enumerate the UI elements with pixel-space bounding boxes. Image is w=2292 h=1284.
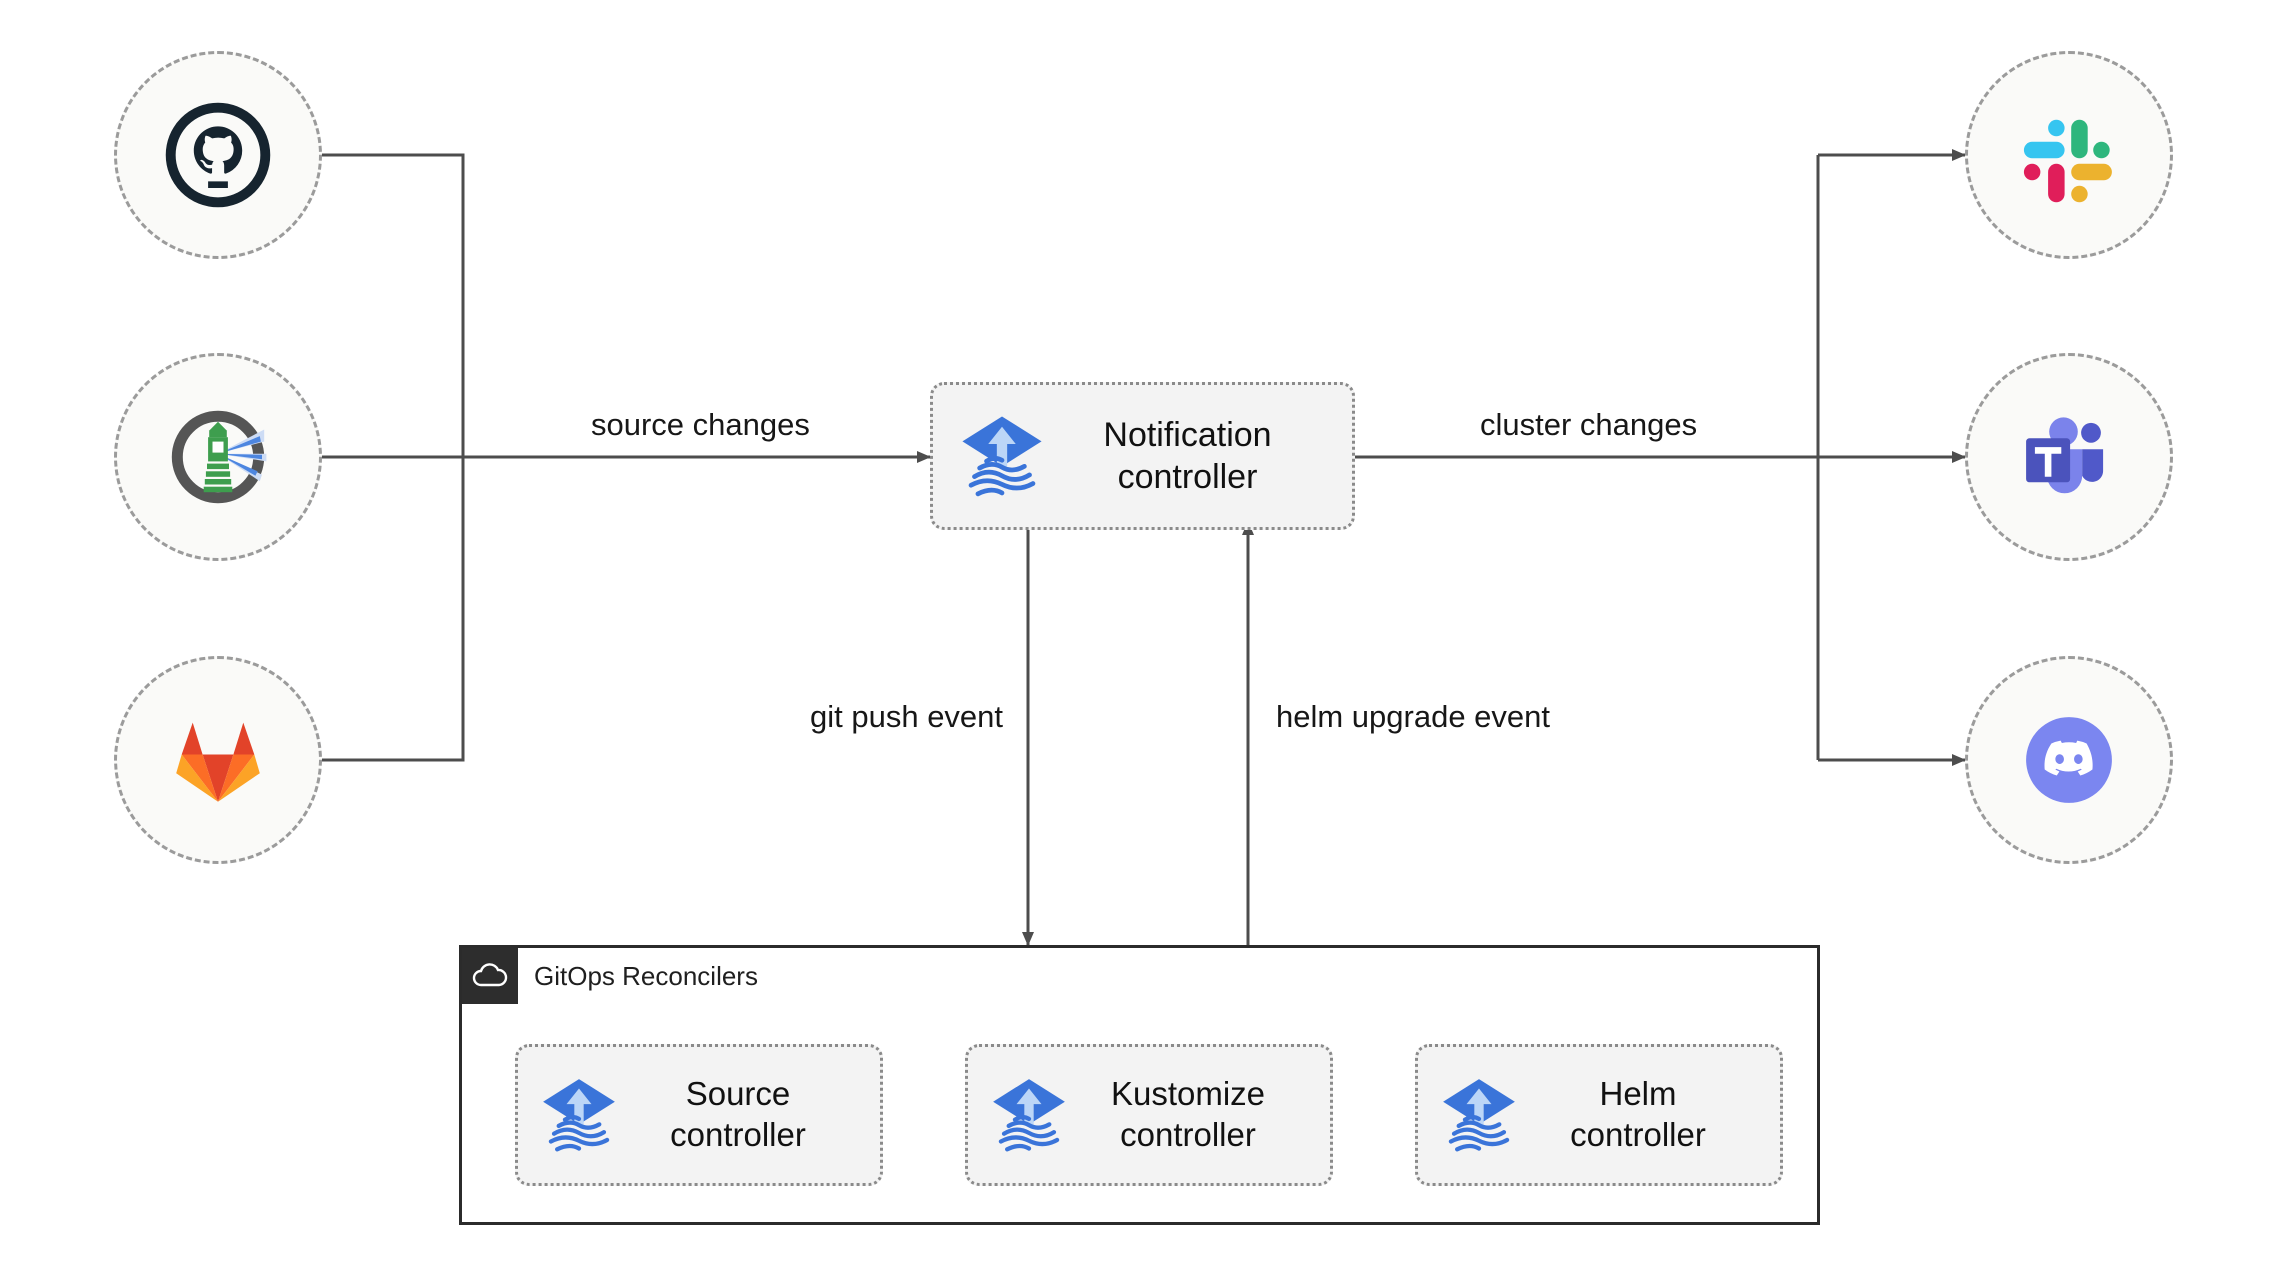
source-controller-label: Source controller (670, 1075, 806, 1153)
notification-controller-node[interactable]: Notification controller (930, 382, 1355, 530)
kustomize-controller-label: Kustomize controller (1110, 1075, 1266, 1153)
source-endpoint-gitlab[interactable] (114, 656, 322, 864)
microsoft-teams-icon (2014, 402, 2124, 512)
slack-icon (2014, 100, 2124, 210)
gitops-reconcilers-title: GitOps Reconcilers (534, 960, 758, 991)
helm-controller-label: Helm controller (1570, 1075, 1706, 1153)
source-endpoint-bucket[interactable] (114, 353, 322, 561)
flux-logo-icon (990, 1076, 1068, 1154)
edge-label-git-push-event: git push event (802, 699, 1012, 735)
notification-controller-label: Notification controller (1103, 415, 1272, 496)
provider-endpoint-discord[interactable] (1965, 656, 2173, 864)
cloud-icon (462, 948, 518, 1004)
gitops-reconcilers-container: GitOps Reconcilers Source controller (459, 945, 1820, 1225)
source-controller-node[interactable]: Source controller (515, 1044, 883, 1186)
flux-logo-icon (540, 1076, 618, 1154)
edge-label-cluster-changes: cluster changes (1472, 407, 1706, 443)
cloud-glyph (472, 963, 508, 987)
github-icon (163, 100, 273, 210)
gitops-reconcilers-header: GitOps Reconcilers (462, 948, 758, 1004)
gitlab-icon (163, 705, 273, 815)
kustomize-controller-node[interactable]: Kustomize controller (965, 1044, 1333, 1186)
discord-icon (2014, 705, 2124, 815)
helm-controller-node[interactable]: Helm controller (1415, 1044, 1783, 1186)
edge-label-source-changes: source changes (583, 407, 818, 443)
lighthouse-icon (163, 402, 273, 512)
source-endpoint-github[interactable] (114, 51, 322, 259)
provider-endpoint-slack[interactable] (1965, 51, 2173, 259)
flux-logo-icon (1440, 1076, 1518, 1154)
flux-logo-icon (959, 413, 1045, 499)
edge-label-helm-upgrade-event: helm upgrade event (1268, 699, 1559, 735)
provider-endpoint-teams[interactable] (1965, 353, 2173, 561)
